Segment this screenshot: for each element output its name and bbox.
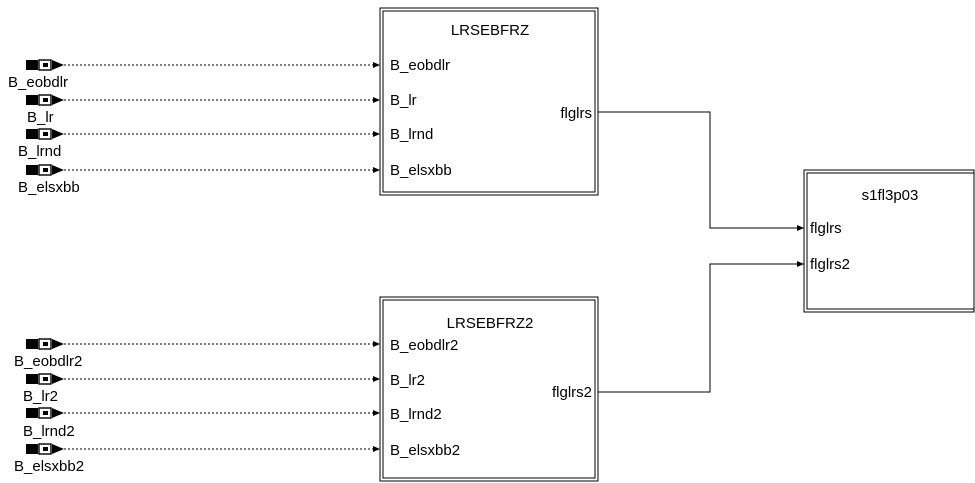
connection-flglrs2[interactable] [598, 261, 804, 393]
signal-label: B_elsxbb2 [14, 458, 84, 475]
input-port-label: B_elsxbb2 [390, 442, 460, 459]
output-port-label: flglrs [560, 105, 592, 122]
inport-icon [26, 338, 64, 350]
block-lrsebfrz[interactable]: LRSEBFRZ B_eobdlr B_lr B_lrnd B_elsxbb f… [379, 7, 599, 196]
signal-B_lr2[interactable]: B_lr2 [23, 373, 380, 405]
signal-label: B_eobdlr [8, 74, 68, 91]
input-port-label: B_elsxbb [390, 162, 452, 179]
signal-label: B_lrnd [18, 143, 61, 160]
inport-icon [26, 373, 64, 385]
inport-icon [26, 94, 64, 106]
signal-B_lrnd2[interactable]: B_lrnd2 [23, 407, 380, 440]
inport-icon [26, 407, 64, 419]
block-title: LRSEBFRZ [451, 22, 529, 39]
input-port-label: flglrs [810, 220, 842, 237]
signal-label: B_elsxbb [18, 179, 80, 196]
input-port-label: B_lrnd2 [390, 406, 442, 423]
signal-label: B_lr [27, 109, 54, 126]
input-port-label: B_eobdlr [390, 57, 450, 74]
input-port-label: flglrs2 [810, 256, 850, 273]
block-title: LRSEBFRZ2 [447, 315, 534, 332]
inport-icon [26, 59, 64, 71]
signal-B_eobdlr[interactable]: B_eobdlr [8, 59, 380, 91]
input-port-label: B_lr [390, 92, 417, 109]
inport-icon [26, 128, 64, 140]
input-port-label: B_lrnd [390, 126, 433, 143]
signal-B_eobdlr2[interactable]: B_eobdlr2 [14, 338, 380, 370]
output-port-label: flglrs2 [552, 384, 592, 401]
signal-label: B_lrnd2 [23, 423, 75, 440]
input-port-label: B_eobdlr2 [390, 337, 458, 354]
block-lrsebfrz2[interactable]: LRSEBFRZ2 B_eobdlr2 B_lr2 B_lrnd2 B_elsx… [379, 296, 599, 482]
input-port-label: B_lr2 [390, 372, 425, 389]
signal-label: B_lr2 [23, 388, 58, 405]
signal-B_elsxbb2[interactable]: B_elsxbb2 [14, 443, 380, 475]
connection-flglrs[interactable] [598, 111, 804, 231]
block-s1fl3p03[interactable]: s1fl3p03 flglrs flglrs2 [803, 169, 975, 313]
inport-icon [26, 164, 64, 176]
signal-B_lrnd[interactable]: B_lrnd [18, 128, 380, 160]
inport-icon [26, 443, 64, 455]
block-title: s1fl3p03 [862, 187, 919, 204]
signal-B_lr[interactable]: B_lr [26, 94, 380, 126]
signal-label: B_eobdlr2 [14, 353, 82, 370]
signal-B_elsxbb[interactable]: B_elsxbb [18, 164, 380, 196]
